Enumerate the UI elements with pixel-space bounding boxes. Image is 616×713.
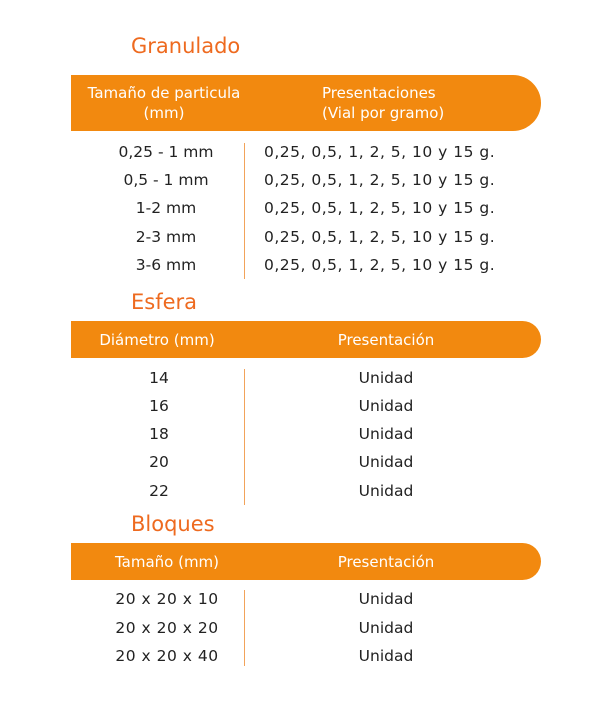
diameter-cell: 14 [149, 369, 169, 387]
table-row: 2-3 mm 0,25, 0,5, 1, 2, 5, 10 y 15 g. [71, 226, 541, 248]
table-row: 0,25 - 1 mm 0,25, 0,5, 1, 2, 5, 10 y 15 … [71, 141, 541, 163]
size-cell: 20 x 20 x 10 [115, 590, 219, 608]
header-presentation-unit: (Vial por gramo) [322, 104, 445, 122]
table-row: 0,5 - 1 mm 0,25, 0,5, 1, 2, 5, 10 y 15 g… [71, 169, 541, 191]
presentation-cell: Unidad [358, 369, 414, 387]
header-size-label: Tamaño de particula [87, 84, 241, 102]
presentation-cell: 0,25, 0,5, 1, 2, 5, 10 y 15 g. [264, 199, 496, 217]
presentation-cell: Unidad [358, 619, 414, 637]
presentation-cell: 0,25, 0,5, 1, 2, 5, 10 y 15 g. [264, 228, 496, 246]
size-cell: 2-3 mm [135, 228, 197, 246]
presentation-cell: 0,25, 0,5, 1, 2, 5, 10 y 15 g. [264, 256, 496, 274]
header-presentation-column: Presentaciones (Vial por gramo) [322, 83, 444, 123]
table-row: 18 Unidad [71, 423, 541, 445]
size-cell: 0,25 - 1 mm [118, 143, 214, 161]
header-presentation-label: Presentaciones [322, 84, 436, 102]
header-size-column: Tamaño (mm) [114, 552, 220, 571]
table-row: 3-6 mm 0,25, 0,5, 1, 2, 5, 10 y 15 g. [71, 254, 541, 276]
diameter-cell: 22 [149, 482, 169, 500]
table-row: 20 Unidad [71, 451, 541, 473]
header-size-unit: (mm) [143, 104, 185, 122]
diameter-cell: 16 [149, 397, 169, 415]
diameter-cell: 20 [149, 453, 169, 471]
size-cell: 20 x 20 x 20 [115, 619, 219, 637]
size-cell: 0,5 - 1 mm [123, 171, 209, 189]
presentation-cell: 0,25, 0,5, 1, 2, 5, 10 y 15 g. [264, 171, 496, 189]
header-presentation-column: Presentación [337, 552, 435, 571]
table-row: 20 x 20 x 40 Unidad [71, 645, 541, 667]
size-cell: 1-2 mm [135, 199, 197, 217]
presentation-cell: Unidad [358, 590, 414, 608]
header-size-column: Tamaño de particula (mm) [71, 83, 257, 123]
table-row: 1-2 mm 0,25, 0,5, 1, 2, 5, 10 y 15 g. [71, 197, 541, 219]
presentation-cell: Unidad [358, 397, 414, 415]
column-divider [244, 590, 245, 666]
presentation-cell: Unidad [358, 647, 414, 665]
table-header-bloques: Tamaño (mm) Presentación [71, 543, 541, 580]
column-divider [244, 143, 245, 279]
diameter-cell: 18 [149, 425, 169, 443]
size-cell: 3-6 mm [135, 256, 197, 274]
size-cell: 20 x 20 x 40 [115, 647, 219, 665]
table-row: 20 x 20 x 20 Unidad [71, 617, 541, 639]
table-row: 20 x 20 x 10 Unidad [71, 588, 541, 610]
section-title-granulado: Granulado [131, 34, 241, 58]
header-presentation-column: Presentación [337, 330, 435, 349]
table-header-esfera: Diámetro (mm) Presentación [71, 321, 541, 358]
presentation-cell: 0,25, 0,5, 1, 2, 5, 10 y 15 g. [264, 143, 496, 161]
section-title-esfera: Esfera [131, 290, 198, 314]
section-title-bloques: Bloques [131, 512, 215, 536]
presentation-cell: Unidad [358, 482, 414, 500]
table-row: 14 Unidad [71, 367, 541, 389]
table-row: 22 Unidad [71, 480, 541, 502]
presentation-cell: Unidad [358, 453, 414, 471]
table-row: 16 Unidad [71, 395, 541, 417]
header-diameter-column: Diámetro (mm) [99, 330, 215, 349]
column-divider [244, 369, 245, 505]
presentation-cell: Unidad [358, 425, 414, 443]
table-header-granulado: Tamaño de particula (mm) Presentaciones … [71, 75, 541, 131]
